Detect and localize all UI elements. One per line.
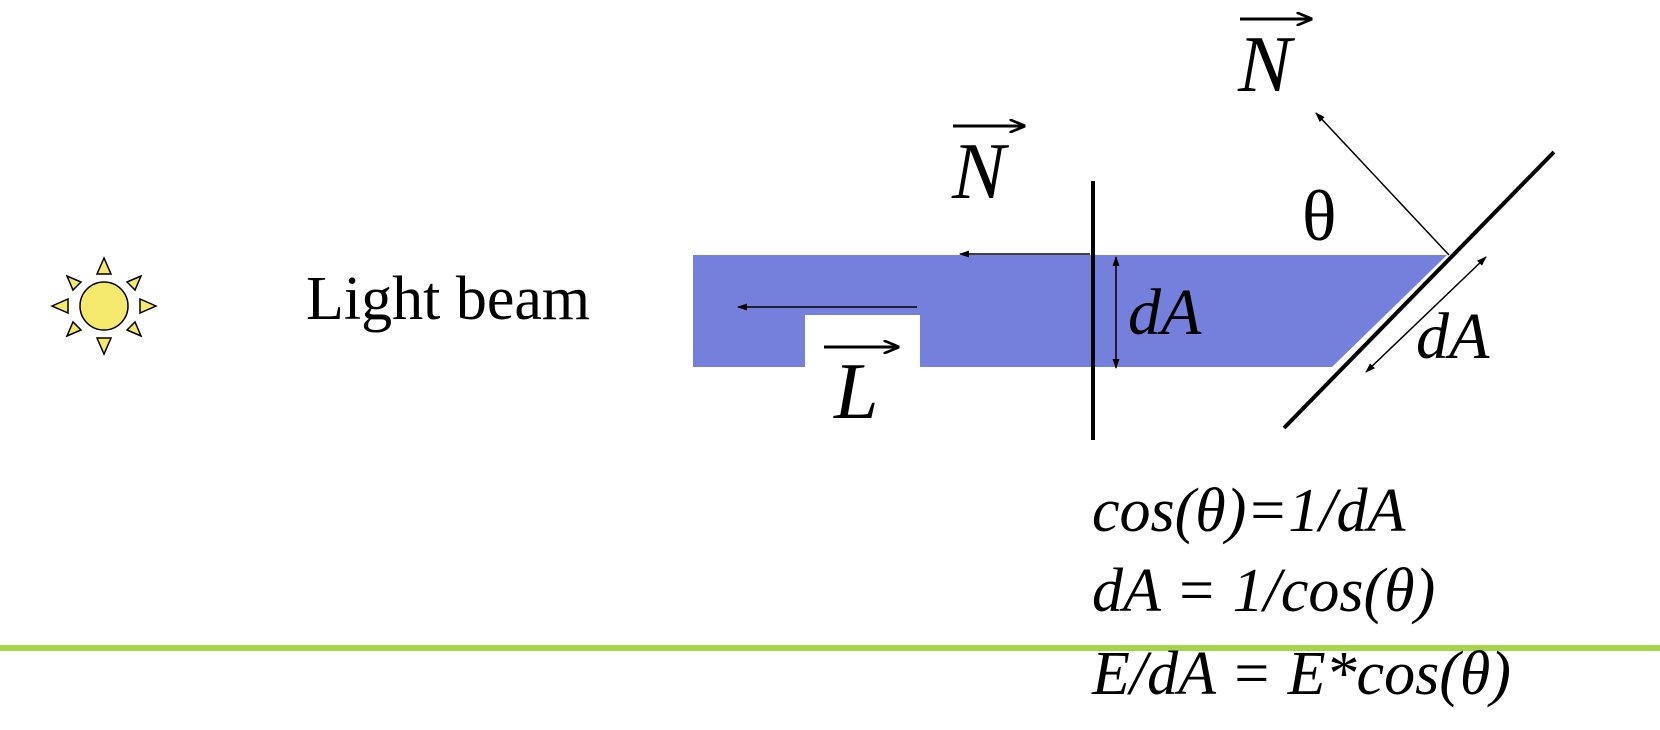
- equation-3: E/dA = E*cos(θ): [1092, 640, 1511, 708]
- area-dimension-arrow-diagonal: [1365, 256, 1487, 373]
- light-vector-label: L: [834, 348, 879, 436]
- normal-label-tilted: N: [1238, 21, 1292, 109]
- area-label-vertical: dA: [1128, 276, 1202, 349]
- equation-1: cos(θ)=1/dA: [1092, 477, 1406, 545]
- sun-icon: [50, 256, 158, 356]
- area-label-diagonal: dA: [1416, 300, 1490, 373]
- equation-2: dA = 1/cos(θ): [1092, 557, 1436, 625]
- light-beam-label: Light beam: [306, 265, 591, 333]
- normal-label-perpendicular: N: [952, 128, 1006, 216]
- light-beam-band: [693, 255, 1447, 367]
- theta-label: θ: [1302, 176, 1337, 256]
- normal-arrow-tilted: [1315, 112, 1450, 256]
